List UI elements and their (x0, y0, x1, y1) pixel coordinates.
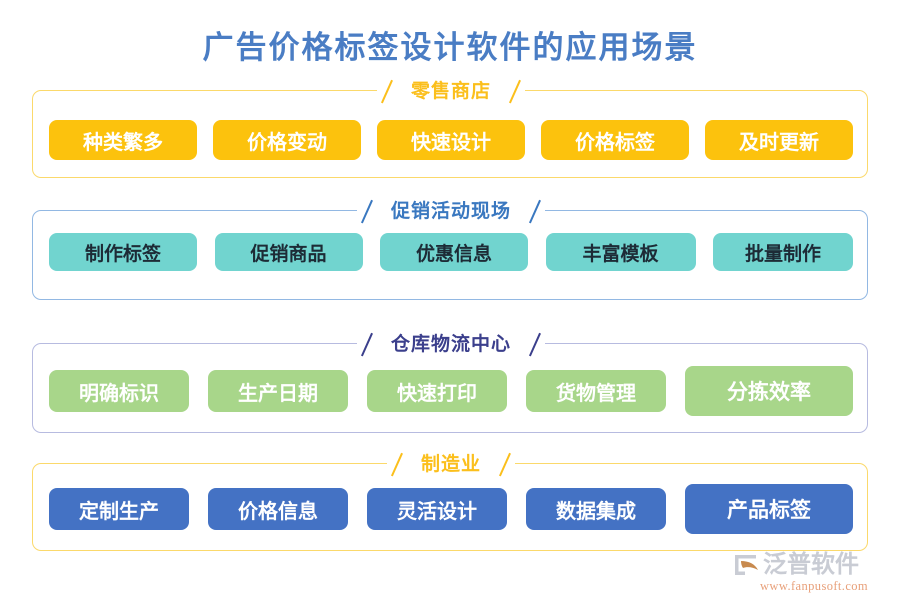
section-promotion-site: 促销活动现场 制作标签 促销商品 优惠信息 丰富模板 批量制作 (32, 196, 869, 300)
chip-item[interactable]: 丰富模板 (545, 233, 696, 271)
page-title: 广告价格标签设计软件的应用场景 (202, 30, 698, 65)
chip-item[interactable]: 种类繁多 (49, 120, 197, 160)
chip-item[interactable]: 快速打印 (367, 370, 507, 412)
chip-item[interactable]: 生产日期 (208, 370, 348, 412)
chip-item[interactable]: 及时更新 (705, 120, 853, 160)
chip-row-manufacturing: 定制生产 价格信息 灵活设计 数据集成 产品标签 (33, 464, 869, 550)
chip-item[interactable]: 价格标签 (541, 120, 689, 160)
chip-row-promotion-site: 制作标签 促销商品 优惠信息 丰富模板 批量制作 (33, 211, 869, 299)
fanpu-swoosh-icon (735, 555, 758, 575)
chip-item[interactable]: 批量制作 (713, 233, 853, 271)
chip-item[interactable]: 灵活设计 (367, 488, 507, 530)
chip-item[interactable]: 明确标识 (49, 370, 189, 412)
chip-item[interactable]: 价格变动 (213, 120, 361, 160)
section-warehouse-logistics: 仓库物流中心 明确标识 生产日期 快速打印 货物管理 分拣效率 (32, 329, 869, 433)
chip-row-retail-store: 种类繁多 价格变动 快速设计 价格标签 及时更新 (33, 91, 869, 177)
chip-item[interactable]: 优惠信息 (380, 233, 528, 271)
chip-item[interactable]: 定制生产 (49, 488, 189, 530)
brand-logo: 泛普软件 www.fanpusoft.com (732, 552, 882, 594)
chip-item[interactable]: 价格信息 (208, 488, 348, 530)
brand-url: www.fanpusoft.com (760, 579, 869, 593)
section-manufacturing: 制造业 定制生产 价格信息 灵活设计 数据集成 产品标签 (32, 449, 869, 551)
chip-item[interactable]: 制作标签 (49, 233, 197, 271)
chip-item[interactable]: 数据集成 (526, 488, 666, 530)
chip-item[interactable]: 货物管理 (526, 370, 666, 412)
section-retail-store: 零售商店 种类繁多 价格变动 快速设计 价格标签 及时更新 (32, 76, 869, 178)
chip-row-warehouse-logistics: 明确标识 生产日期 快速打印 货物管理 分拣效率 (33, 344, 869, 432)
brand-logo-row: 泛普软件 (732, 552, 859, 578)
chip-item[interactable]: 快速设计 (377, 120, 525, 160)
chip-item[interactable]: 产品标签 (685, 484, 853, 534)
brand-name: 泛普软件 (763, 552, 859, 578)
chip-item[interactable]: 分拣效率 (685, 366, 853, 416)
chip-item[interactable]: 促销商品 (214, 233, 363, 271)
